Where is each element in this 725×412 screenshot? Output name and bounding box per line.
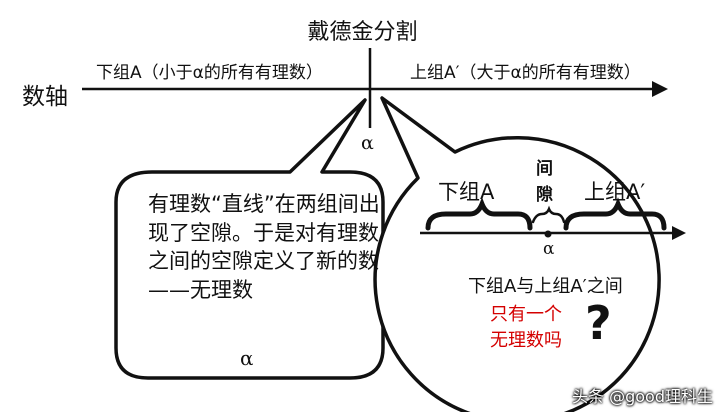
left-speech-bubble — [114, 98, 385, 380]
left-bubble-text: 有理数“直线”在两组间出现了空隙。于是对有理数之间的空隙定义了新的数——无理数 — [148, 192, 380, 302]
zoom-upper-label: 上组A′ — [584, 180, 646, 204]
zoom-alpha-symbol: α — [543, 239, 555, 259]
zoom-statement: 下组A与上组A′之间 — [468, 276, 623, 297]
axis-label: 数轴 — [22, 84, 68, 110]
question-mark: ? — [585, 296, 612, 350]
axis-arrowhead — [652, 81, 668, 97]
alpha-point — [544, 230, 552, 238]
upper-set-description: 上组A′（大于α的所有有理数） — [410, 63, 641, 83]
upper-set-brace — [563, 197, 667, 231]
zoom-circle-bubble — [373, 96, 661, 412]
zoom-lower-label: 下组A — [438, 180, 495, 204]
question-line-1: 只有一个 — [490, 304, 562, 325]
lower-set-brace — [425, 197, 533, 231]
cut-symbol: α — [361, 132, 374, 154]
left-bubble-symbol: α — [240, 346, 254, 370]
lower-set-description: 下组A（小于α的所有有理数） — [96, 63, 323, 83]
diagram-title: 戴德金分割 — [307, 20, 418, 45]
zoom-gap-label-1: 间 — [536, 159, 553, 179]
zoom-gap-label-2: 隙 — [536, 185, 553, 205]
zoom-axis-arrowhead — [672, 226, 686, 240]
watermark: 头条 @good理科生 — [572, 387, 713, 406]
gap-brace — [531, 205, 566, 224]
question-line-2: 无理数吗 — [490, 330, 562, 351]
